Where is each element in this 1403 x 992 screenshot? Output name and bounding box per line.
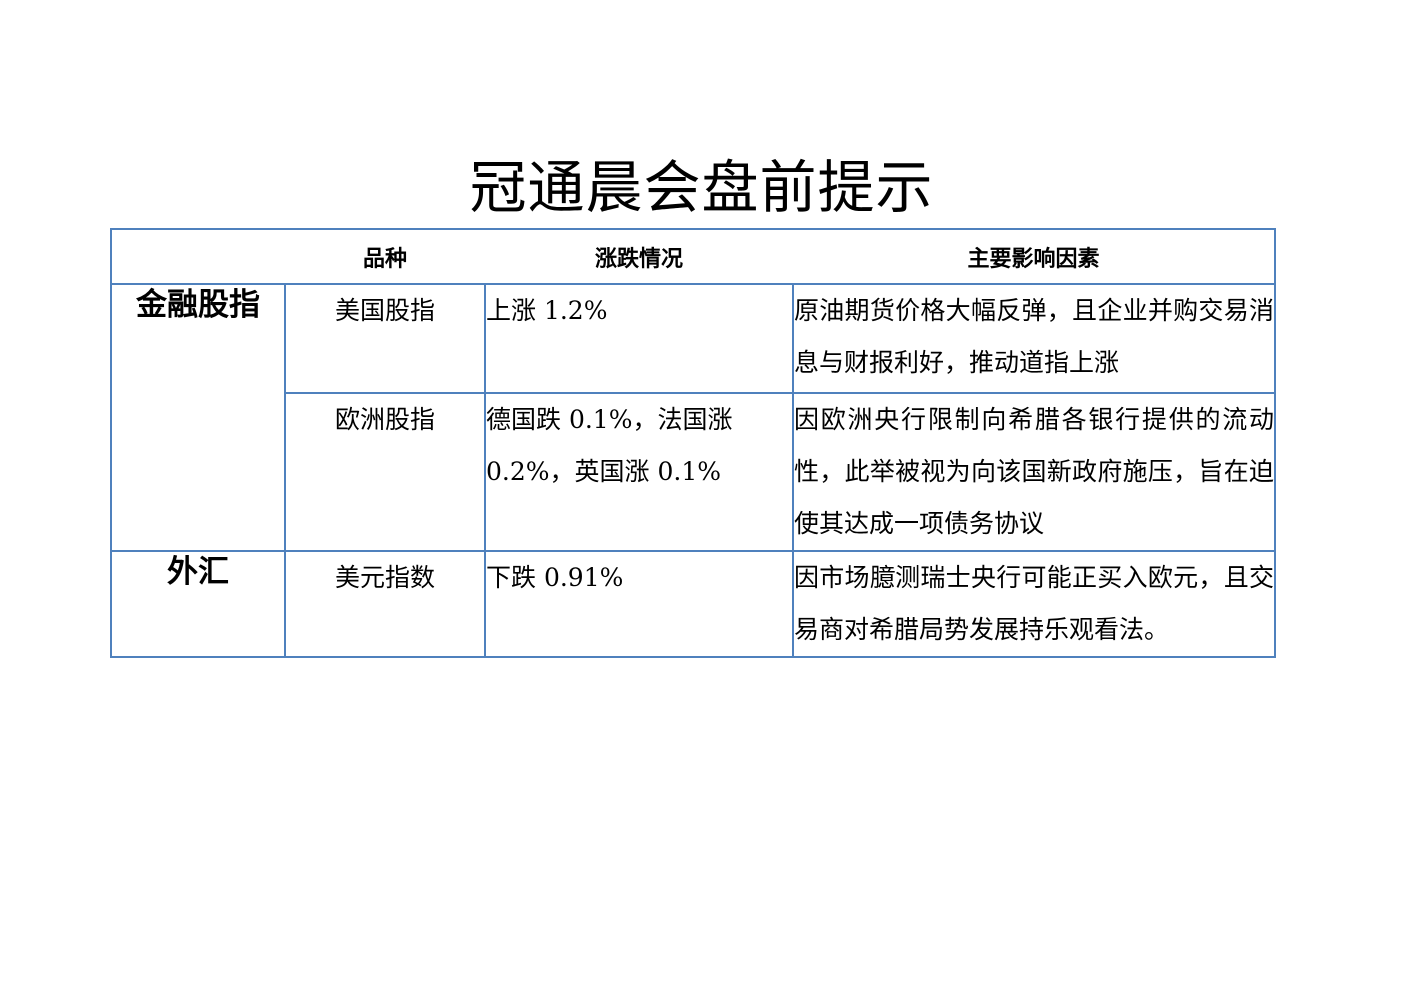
variety-cell: 美元指数	[284, 550, 486, 658]
change-cell: 下跌 0.91%	[484, 550, 794, 658]
change-cell: 上涨 1.2%	[484, 283, 794, 394]
category-cell-equity-index: 金融股指	[110, 283, 286, 552]
page-title: 冠通晨会盘前提示	[469, 155, 934, 221]
change-cell: 德国跌 0.1%，法国涨 0.2%，英国涨 0.1%	[484, 392, 794, 552]
factors-cell: 因欧洲央行限制向希腊各银行提供的流动性，此举被视为向该国新政府施压，旨在迫使其达…	[792, 392, 1276, 552]
table-row: 金融股指 美国股指 上涨 1.2% 原油期货价格大幅反弹，且企业并购交易消息与财…	[110, 283, 1276, 552]
factors-cell: 原油期货价格大幅反弹，且企业并购交易消息与财报利好，推动道指上涨	[792, 283, 1276, 394]
header-change: 涨跌情况	[485, 228, 793, 285]
category-cell-forex: 外汇	[110, 550, 286, 658]
table-row: 外汇 美元指数 下跌 0.91% 因市场臆测瑞士央行可能正买入欧元，且交易商对希…	[110, 550, 1276, 658]
market-summary-table: 品种 涨跌情况 主要影响因素 金融股指 美国股指 上涨 1.2% 原油期货价格大…	[110, 228, 1276, 658]
header-blank-cell	[110, 228, 285, 285]
variety-cell: 欧洲股指	[284, 392, 486, 552]
header-factors: 主要影响因素	[793, 228, 1276, 285]
table-row: 欧洲股指 德国跌 0.1%，法国涨 0.2%，英国涨 0.1% 因欧洲央行限制向…	[111, 392, 1276, 552]
header-variety: 品种	[285, 228, 485, 285]
table-header-row: 品种 涨跌情况 主要影响因素	[110, 228, 1276, 285]
factors-cell: 因市场臆测瑞士央行可能正买入欧元，且交易商对希腊局势发展持乐观看法。	[792, 550, 1276, 658]
variety-cell: 美国股指	[284, 283, 486, 394]
